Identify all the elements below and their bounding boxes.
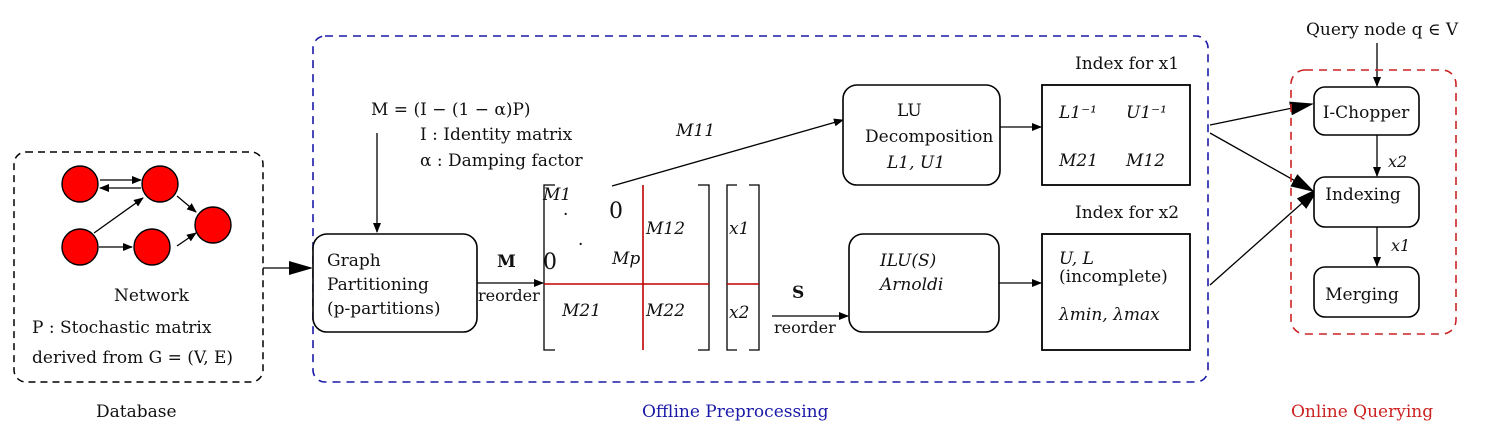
merging-label: Merging xyxy=(1325,285,1399,305)
edge-x2-label: x2 xyxy=(1388,152,1407,171)
ilu-line-2: Arnoldi xyxy=(878,275,943,295)
matrix-m12: M12 xyxy=(645,219,685,239)
graph-node xyxy=(61,165,99,203)
offline-caption: Offline Preprocessing xyxy=(642,402,829,422)
stochastic-label: P : Stochastic matrix xyxy=(32,318,212,338)
partition-line-3: (p-partitions) xyxy=(327,299,440,319)
i-chopper-box xyxy=(1313,86,1420,136)
indexing-label: Indexing xyxy=(1325,185,1401,205)
edge-x1-label: x1 xyxy=(1391,236,1410,255)
arrow-index2-to-indexing xyxy=(1209,187,1320,286)
arrow-index1-to-chopper xyxy=(1209,101,1314,126)
lu-line-1: LU xyxy=(897,101,922,121)
database-region xyxy=(13,151,264,383)
damping-def: α : Damping factor xyxy=(420,151,583,171)
index-m21: M21 xyxy=(1058,151,1098,171)
index-x1-title: Index for x1 xyxy=(1075,54,1179,74)
i-chopper-label: I-Chopper xyxy=(1323,103,1410,123)
m11-label: M11 xyxy=(675,121,715,141)
graph-node xyxy=(194,206,232,244)
index-l1-inv: L1⁻¹ xyxy=(1058,103,1097,123)
matrix-m21: M21 xyxy=(561,301,601,321)
vector-x2: x2 xyxy=(729,303,749,323)
matrix-zero-left: 0 xyxy=(543,250,557,275)
partition-line-1: Graph xyxy=(327,251,381,271)
index-u1-inv: U1⁻¹ xyxy=(1126,103,1167,123)
index-x1-box xyxy=(1041,84,1191,186)
arrow-index1-to-indexing xyxy=(1209,132,1315,192)
index-x2-title: Index for x2 xyxy=(1075,203,1179,223)
network-label: Network xyxy=(114,286,190,306)
identity-def: I : Identity matrix xyxy=(420,125,573,145)
database-caption: Database xyxy=(96,402,177,422)
online-region xyxy=(1290,69,1457,335)
index-lambda: λmin, λmax xyxy=(1058,305,1160,325)
offline-region xyxy=(312,35,1209,383)
lu-decomposition-box xyxy=(842,84,1001,186)
derived-label: derived from G = (V, E) xyxy=(32,348,233,368)
matrix-m1: M1 xyxy=(542,185,571,205)
index-x2-box xyxy=(1041,233,1191,351)
index-m12: M12 xyxy=(1125,151,1165,171)
network-graph xyxy=(61,165,232,266)
vector-x1: x1 xyxy=(729,219,749,239)
m-formula: M = (I − (1 − α)P) xyxy=(371,100,531,120)
edge-s-label: S xyxy=(792,283,804,303)
query-node-label: Query node q ∈ V xyxy=(1306,20,1459,40)
edge-s-reorder: reorder xyxy=(774,318,836,337)
merging-box xyxy=(1313,266,1420,318)
matrix-mp: Mp xyxy=(611,249,640,269)
index-incomplete: (incomplete) xyxy=(1059,267,1168,287)
partition-line-2: Partitioning xyxy=(327,275,429,295)
graph-node xyxy=(141,165,179,203)
graph-node xyxy=(133,228,171,266)
ilu-line-1: ILU(S) xyxy=(879,251,936,271)
arrow-m11-to-lu xyxy=(611,118,844,187)
edge-m-label: M xyxy=(497,252,516,272)
graph-node xyxy=(61,228,99,266)
indexing-box xyxy=(1313,176,1420,228)
edge-reorder-label: reorder xyxy=(478,286,540,305)
lu-line-3: L1, U1 xyxy=(886,153,945,173)
block-matrix: M1 · 0 M12 · 0 Mp M21 M22 xyxy=(542,184,710,351)
matrix-m22: M22 xyxy=(645,301,685,321)
x-vector: x1 x2 xyxy=(726,184,760,351)
matrix-dot: · xyxy=(578,235,583,255)
lu-line-2: Decomposition xyxy=(865,127,993,147)
online-caption: Online Querying xyxy=(1291,402,1433,422)
matrix-dot: · xyxy=(563,205,568,225)
matrix-zero-top: 0 xyxy=(609,199,623,224)
index-ul: U, L xyxy=(1059,249,1094,269)
